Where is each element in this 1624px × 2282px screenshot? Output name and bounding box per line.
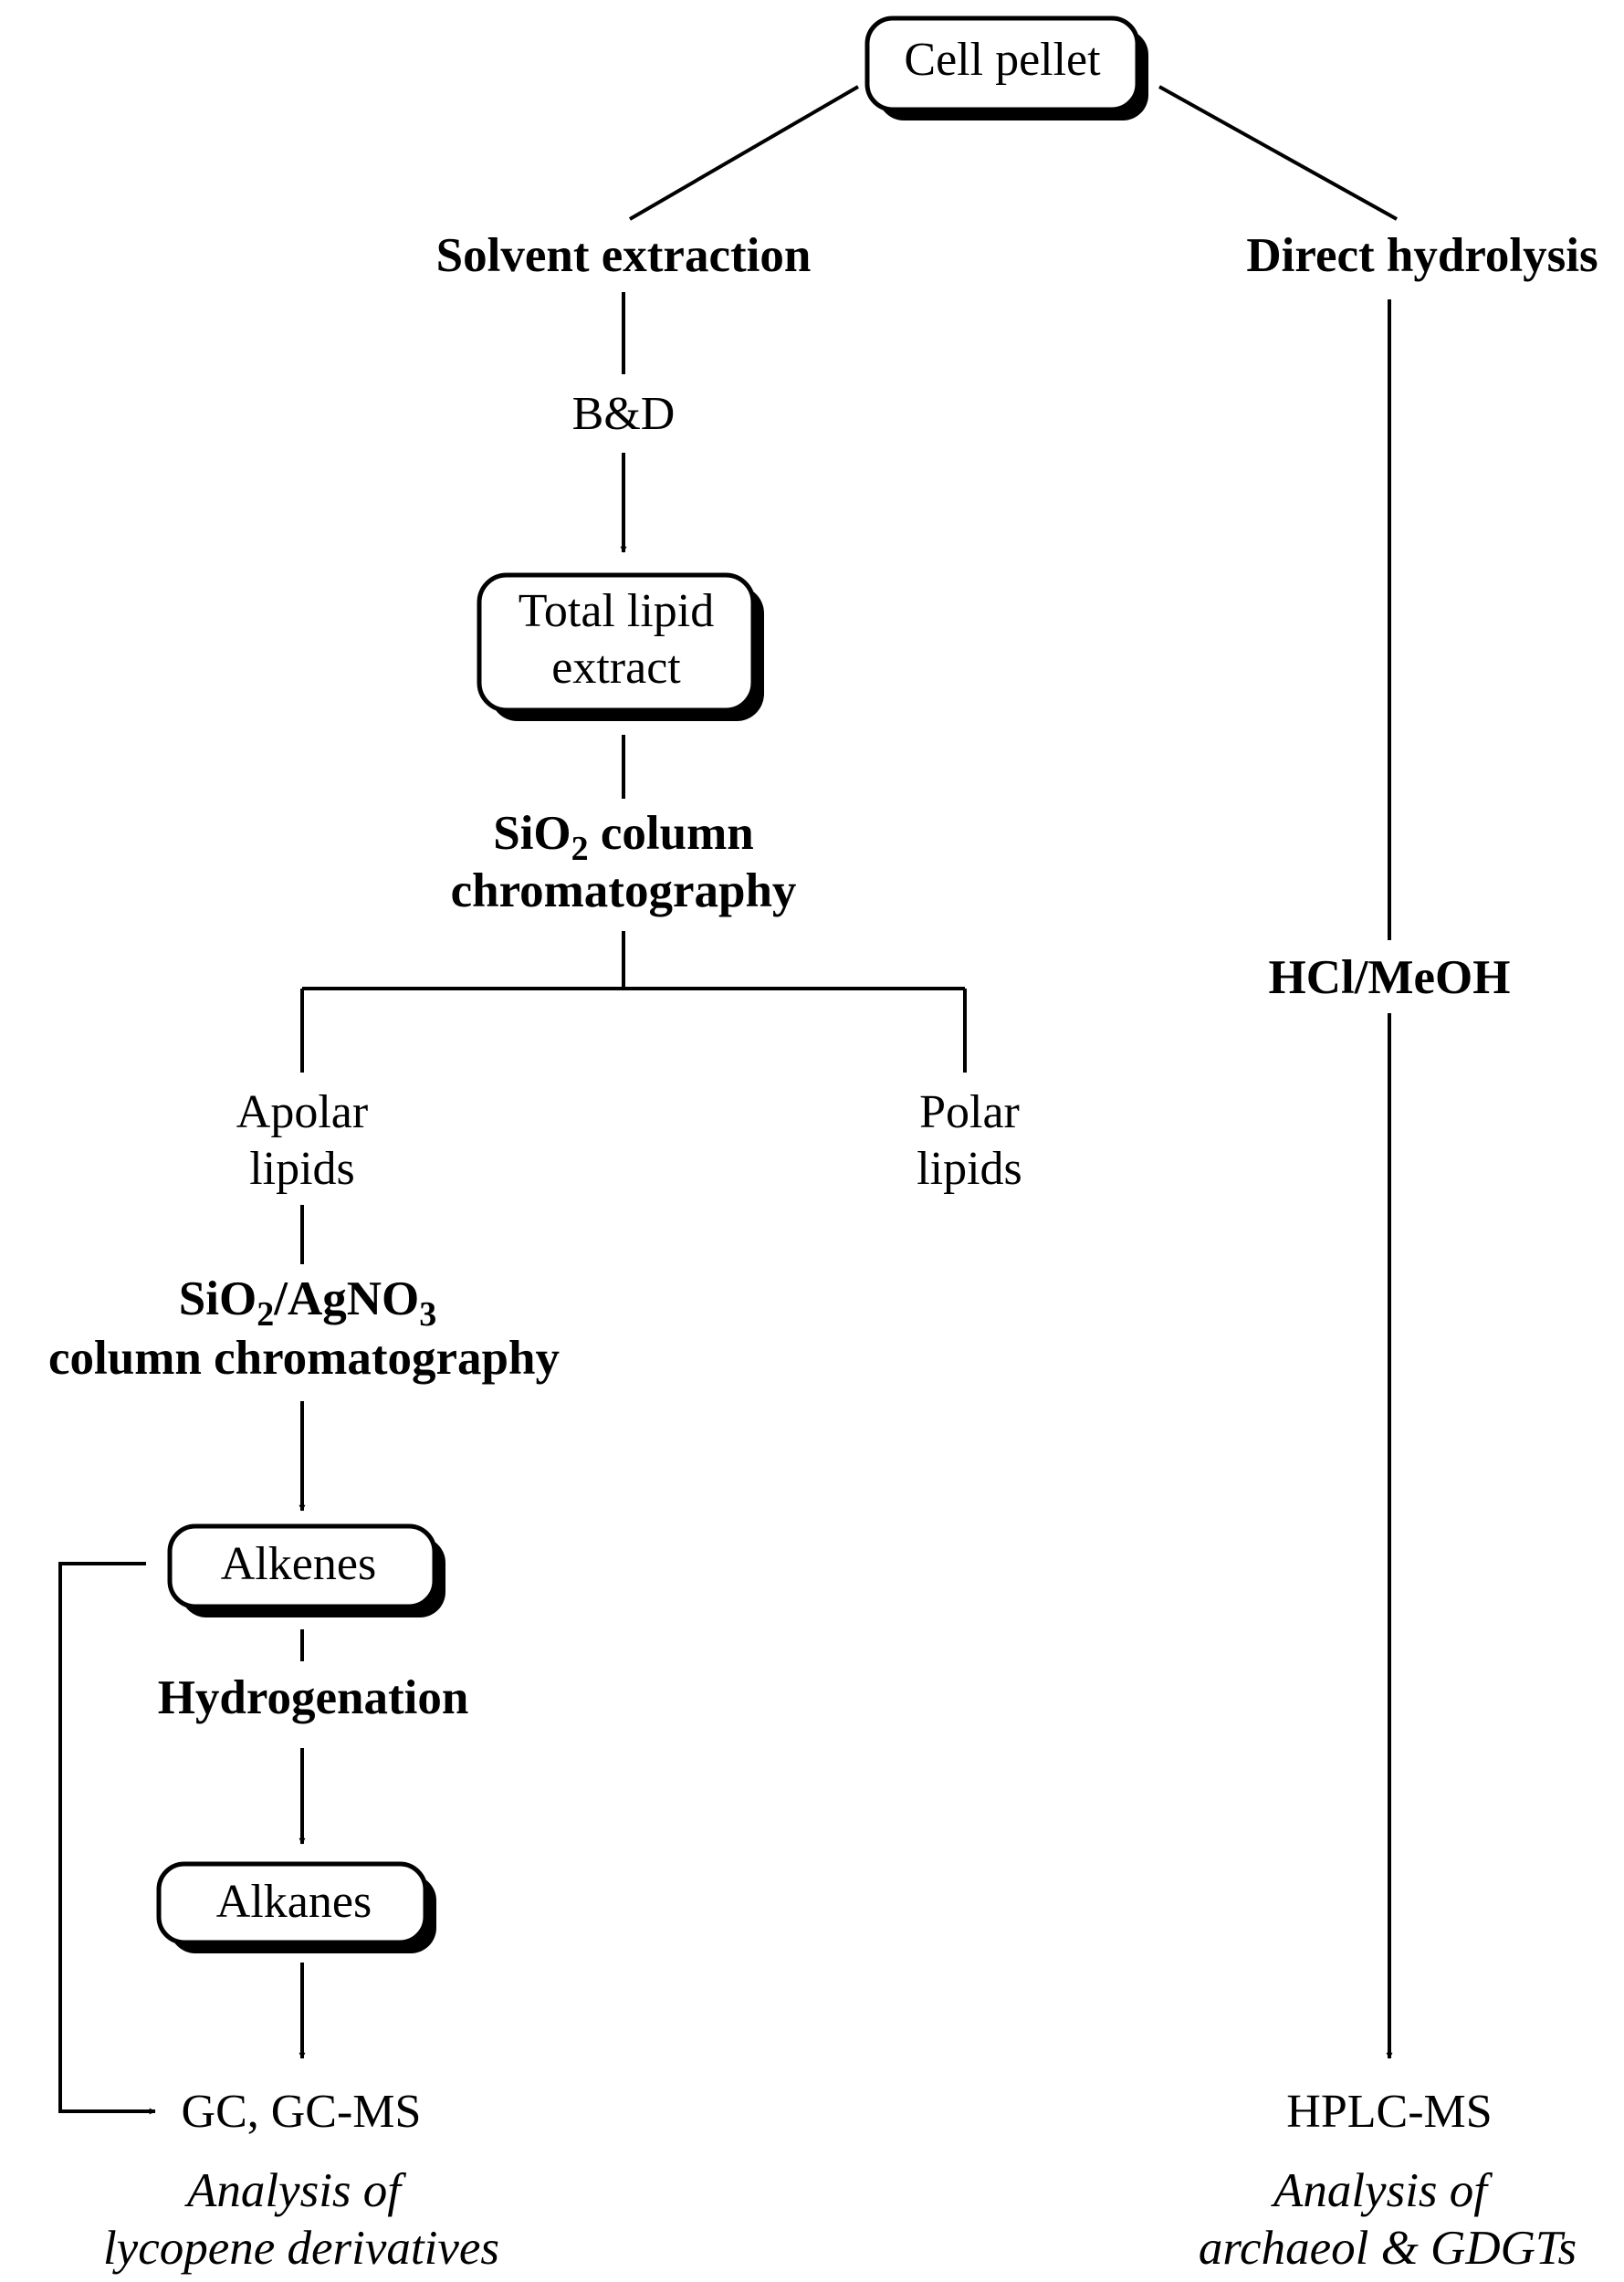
chromatography-label: chromatography <box>451 864 797 917</box>
hcl-meoh-label: HCl/MeOH <box>1269 951 1511 1004</box>
total-lipid-label-line1: Total lipid <box>519 585 714 637</box>
gc-note-line1: Analysis of <box>184 2164 406 2217</box>
column-chromatography-label: column chromatography <box>48 1332 560 1385</box>
sio2-column-label: SiO2 column <box>493 807 754 868</box>
alkenes-node: Alkenes <box>167 1523 445 1617</box>
total-lipid-extract-node: Total lipid extract <box>477 572 764 721</box>
sio2-agno3-label: SiO2/AgNO3 <box>179 1272 436 1334</box>
gc-note-line2: lycopene derivatives <box>103 2222 499 2275</box>
gc-gcms-label: GC, GC-MS <box>182 2086 422 2138</box>
connector-to-direct-hydrolysis <box>1158 85 1398 221</box>
alkanes-label: Alkanes <box>216 1876 372 1928</box>
bypass-arrow-alkenes-to-gc <box>58 1562 156 2115</box>
cell-pellet-node: Cell pellet <box>864 16 1148 120</box>
apolar-lipids-line1: Apolar <box>236 1086 368 1138</box>
apolar-lipids-line2: lipids <box>249 1143 355 1195</box>
direct-hydrolysis-label: Direct hydrolysis <box>1246 229 1598 282</box>
hplc-note-line1: Analysis of <box>1271 2164 1493 2217</box>
polar-lipids-line2: lipids <box>917 1143 1022 1195</box>
connector-to-solvent-extraction <box>628 85 860 221</box>
bd-label: B&D <box>572 388 676 440</box>
polar-lipids-line1: Polar <box>919 1086 1020 1138</box>
total-lipid-label-line2: extract <box>551 642 681 694</box>
hydrogenation-label: Hydrogenation <box>158 1671 469 1724</box>
alkenes-label: Alkenes <box>221 1538 376 1590</box>
hplc-ms-label: HPLC-MS <box>1286 2086 1492 2138</box>
hplc-note-line2: archaeol & GDGTs <box>1199 2222 1577 2275</box>
solvent-extraction-label: Solvent extraction <box>436 229 812 282</box>
cell-pellet-label: Cell pellet <box>904 34 1101 86</box>
alkanes-node: Alkanes <box>156 1861 436 1953</box>
